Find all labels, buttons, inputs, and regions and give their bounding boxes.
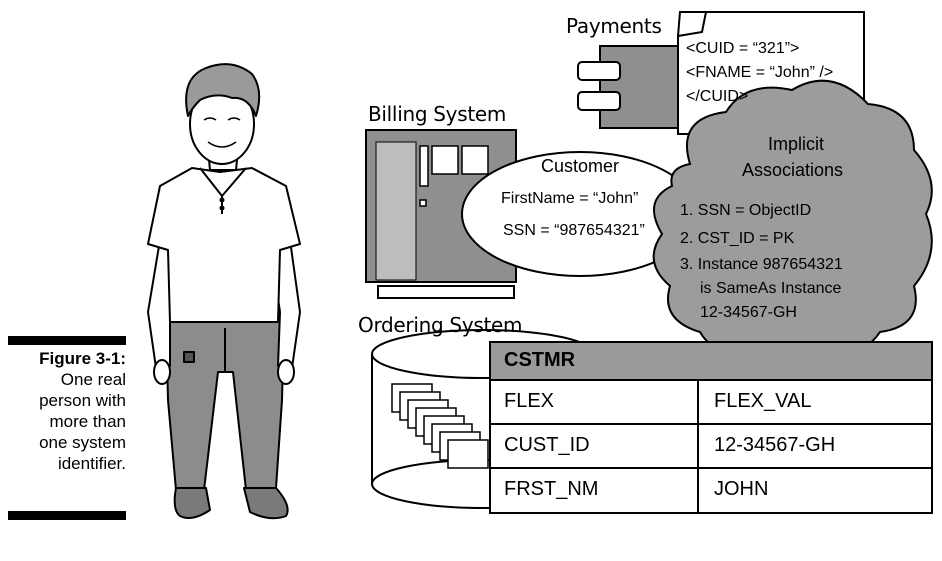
cstmr-table bbox=[489, 341, 933, 514]
caption-line: One real bbox=[60, 370, 126, 389]
cloud-title: Associations bbox=[742, 160, 844, 180]
billing-system-label: Billing System bbox=[368, 102, 507, 126]
component-icon bbox=[577, 45, 679, 129]
caption-line: one system bbox=[39, 433, 126, 452]
table-cell: JOHN bbox=[714, 478, 769, 500]
customer-firstname: FirstName = “John” bbox=[501, 190, 639, 207]
table-name: CSTMR bbox=[504, 349, 576, 371]
associations-cloud bbox=[652, 79, 933, 360]
caption-top-bar bbox=[8, 336, 126, 345]
table-cell: 12-34567-GH bbox=[714, 434, 836, 456]
caption-line: identifier. bbox=[57, 454, 126, 473]
payments-label: Payments bbox=[566, 14, 662, 38]
association-item: 2. CST_ID = PK bbox=[680, 230, 795, 247]
association-item: 3. Instance 987654321 bbox=[680, 256, 843, 273]
doc-line: </CUID> bbox=[686, 88, 749, 105]
caption-line: more than bbox=[49, 412, 126, 431]
figure-caption: Figure 3-1: One real person with more th… bbox=[0, 348, 126, 474]
association-item: 1. SSN = ObjectID bbox=[680, 202, 812, 219]
billing-system-icon bbox=[365, 129, 517, 299]
caption-bottom-bar bbox=[8, 511, 126, 520]
caption-line: person with bbox=[39, 391, 126, 410]
customer-title: Customer bbox=[541, 156, 620, 176]
doc-line: <FNAME = “John” /> bbox=[686, 64, 834, 81]
table-cell: CUST_ID bbox=[504, 434, 590, 456]
cloud-title: Implicit bbox=[768, 134, 825, 154]
table-header bbox=[489, 341, 933, 381]
table-cell: FLEX bbox=[504, 390, 555, 412]
table-cell: FLEX_VAL bbox=[714, 390, 812, 412]
doc-line: <CUID = “321”> bbox=[686, 40, 800, 57]
ordering-system-label: Ordering System bbox=[358, 313, 523, 337]
table-cell: FRST_NM bbox=[504, 478, 599, 500]
figure-number: Figure 3-1: bbox=[39, 349, 126, 368]
association-item: is SameAs Instance bbox=[700, 280, 842, 297]
association-item: 12-34567-GH bbox=[700, 304, 797, 321]
person-illustration bbox=[147, 63, 301, 520]
customer-ssn: SSN = “987654321” bbox=[503, 222, 645, 239]
